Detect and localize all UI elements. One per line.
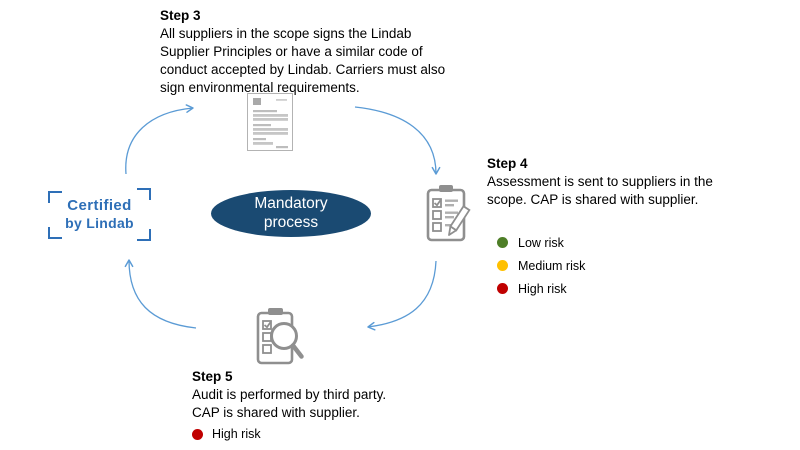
step5-heading: Step 5 — [192, 369, 233, 384]
step5-body-line2: CAP is shared with supplier. — [192, 404, 360, 420]
medium-risk-dot-icon — [497, 260, 508, 271]
low-risk-label: Low risk — [518, 235, 564, 250]
arrow-audit-to-logo — [124, 259, 197, 329]
step4-body: Assessment is sent to suppliers in the s… — [487, 173, 713, 207]
arrow-logo-to-document — [125, 104, 194, 175]
step3-heading: Step 3 — [160, 8, 201, 23]
step3-block: Step 3 All suppliers in the scope signs … — [160, 8, 454, 97]
certified-by-lindab-logo: Certified by Lindab — [48, 188, 151, 241]
step4-heading: Step 4 — [487, 156, 528, 171]
legend-item-medium-risk: Medium risk — [497, 254, 585, 277]
clipboard-magnifier-icon — [256, 308, 304, 365]
mandatory-process-ellipse: Mandatory process — [211, 190, 371, 237]
stamp-corner-icon — [48, 227, 62, 239]
step5-body-line1: Audit is performed by third party. — [192, 386, 387, 402]
legend-item-high-risk: High risk — [497, 277, 585, 300]
step5-high-risk-label: High risk — [212, 427, 261, 442]
arrow-document-to-assessment — [354, 106, 441, 175]
step5-block: Step 5 Audit is performed by third party… — [192, 369, 452, 441]
high-risk-dot-icon — [497, 283, 508, 294]
medium-risk-label: Medium risk — [518, 258, 586, 273]
pencil-glyph — [448, 205, 471, 236]
stamp-corner-icon — [137, 229, 151, 241]
logo-line2: by Lindab — [65, 214, 134, 231]
step3-body: All suppliers in the scope signs the Lin… — [160, 25, 446, 96]
step4-block: Step 4 Assessment is sent to suppliers i… — [487, 156, 739, 209]
stamp-corner-icon — [137, 188, 151, 200]
logo-line1: Certified — [67, 197, 132, 214]
high-risk-label: High risk — [518, 281, 567, 296]
mandatory-process-label: Mandatory process — [254, 194, 328, 231]
step5-risk-item: High risk — [192, 427, 452, 441]
checklist-pencil-icon — [426, 185, 471, 242]
high-risk-dot-icon — [192, 428, 203, 440]
stamp-corner-icon — [48, 191, 62, 203]
low-risk-dot-icon — [497, 237, 508, 248]
document-icon — [247, 93, 293, 151]
risk-legend: Low risk Medium risk High risk — [497, 231, 585, 300]
arrow-assessment-to-audit — [367, 260, 437, 331]
legend-item-low-risk: Low risk — [497, 231, 585, 254]
